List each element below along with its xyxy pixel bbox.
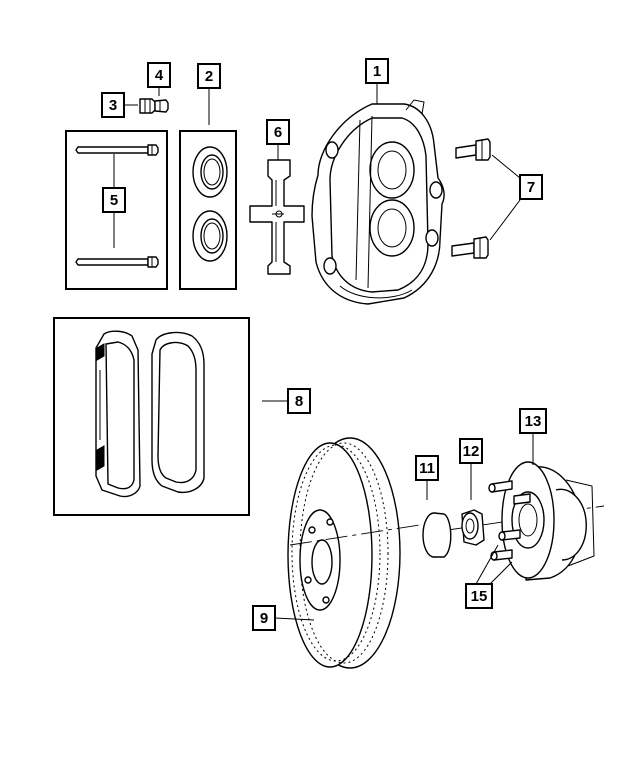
callout-15: 15 [465,544,513,609]
callout-11-label: 11 [419,460,435,477]
callout-4-label: 4 [155,67,164,84]
callout-3: 3 [101,92,138,118]
bleeder-screw [139,98,169,114]
callout-3-label: 3 [109,97,117,114]
callout-8: 8 [262,388,311,414]
callout-12-label: 12 [463,443,480,460]
guide-pin-lower [75,256,159,268]
callout-9: 9 [252,605,315,631]
callout-1: 1 [365,58,389,108]
dust-cap [422,512,452,558]
hub-bearing [501,461,595,581]
brake-pad-outer [151,331,205,494]
anti-rattle-clip [249,159,305,275]
callout-5-label: 5 [110,192,118,209]
callout-13-label: 13 [525,413,542,430]
callout-4: 4 [147,62,171,96]
caliper-bolt-lower [451,236,489,259]
brake-pad-group-box [53,317,250,516]
callout-12: 12 [459,438,483,500]
brake-caliper [311,99,445,305]
callout-6: 6 [266,119,290,160]
guide-pin-group-box [65,130,168,290]
hub-nut [461,509,485,546]
callout-1-label: 1 [373,63,381,80]
wheel-studs [488,480,531,561]
brake-pad-inner [95,330,141,498]
callout-5: 5 [102,154,126,248]
callout-6-label: 6 [274,124,282,141]
piston-seal-lower [192,210,228,262]
callout-2-label: 2 [205,68,213,85]
callout-9-label: 9 [260,610,268,627]
callout-11: 11 [415,455,439,500]
callout-13: 13 [519,408,547,465]
seal-kit-group-box [179,130,237,290]
callout-2: 2 [197,63,221,125]
callout-7: 7 [489,154,543,241]
axle-centerline [289,524,421,546]
callout-15-label: 15 [471,588,488,605]
piston-seal-upper [192,146,228,198]
guide-pin-upper [75,144,159,156]
caliper-bolt-upper [455,138,491,161]
callout-8-label: 8 [295,393,303,410]
brake-rotor [287,437,401,669]
callout-7-label: 7 [527,179,535,196]
